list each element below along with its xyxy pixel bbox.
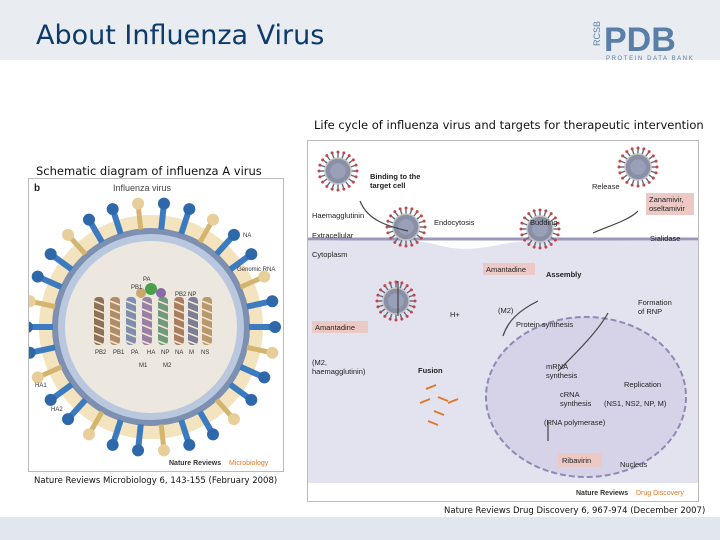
svg-text:Assembly: Assembly — [546, 270, 582, 279]
svg-text:(M2,: (M2, — [312, 358, 327, 367]
svg-text:Cytoplasm: Cytoplasm — [312, 250, 347, 259]
svg-text:Amantadine: Amantadine — [486, 265, 526, 274]
svg-text:Drug Discovery: Drug Discovery — [636, 490, 684, 497]
svg-text:PA: PA — [143, 277, 151, 283]
left-figure-caption: Schematic diagram of influenza A virus — [36, 164, 262, 178]
svg-text:Endocytosis: Endocytosis — [434, 218, 475, 227]
svg-text:Sialidase: Sialidase — [650, 234, 680, 243]
svg-text:M1: M1 — [139, 363, 148, 369]
svg-text:Binding to the: Binding to the — [370, 172, 420, 181]
svg-text:NS: NS — [201, 350, 209, 356]
svg-text:M2: M2 — [163, 363, 172, 369]
svg-text:mRNA: mRNA — [546, 362, 568, 371]
svg-text:target cell: target cell — [370, 181, 405, 190]
svg-text:synthesis: synthesis — [560, 399, 592, 408]
svg-text:b: b — [34, 183, 40, 194]
svg-text:HA2: HA2 — [51, 407, 63, 413]
zanamivir-box — [646, 193, 694, 215]
svg-text:oseltamivir: oseltamivir — [649, 204, 685, 213]
influenza-virus-schematic: b Influenza virus NA Genomic RNA PA PB1 … — [21, 178, 284, 472]
svg-text:PB1: PB1 — [113, 350, 125, 356]
svg-text:Budding: Budding — [530, 218, 558, 227]
page-title: About Influenza Virus — [36, 20, 325, 51]
svg-text:PA: PA — [131, 350, 139, 356]
right-figure-caption: Life cycle of influenza virus and target… — [314, 118, 704, 132]
svg-text:NA: NA — [243, 233, 251, 239]
svg-text:PROTEIN DATA BANK: PROTEIN DATA BANK — [606, 56, 694, 62]
svg-text:Fusion: Fusion — [418, 366, 443, 375]
amantadine-left-box — [312, 321, 368, 333]
svg-text:NA: NA — [175, 350, 183, 356]
svg-text:HA1: HA1 — [35, 383, 47, 389]
svg-text:Release: Release — [592, 182, 620, 191]
svg-text:PDB: PDB — [604, 21, 676, 59]
svg-text:Ribavirin: Ribavirin — [562, 456, 591, 465]
rcsb-pdb-logo: RCSB PDB PROTEIN DATA BANK — [590, 18, 716, 67]
svg-text:Microbiology: Microbiology — [229, 460, 269, 467]
svg-text:PB2: PB2 — [95, 350, 107, 356]
svg-text:Nature Reviews: Nature Reviews — [576, 490, 628, 497]
svg-text:Nucleus: Nucleus — [620, 460, 647, 469]
svg-text:Formation: Formation — [638, 298, 672, 307]
svg-text:cRNA: cRNA — [560, 390, 580, 399]
svg-text:PB1: PB1 — [131, 285, 143, 291]
svg-text:Protein synthesis: Protein synthesis — [516, 320, 573, 329]
svg-text:PB2 NP: PB2 NP — [175, 292, 196, 298]
virion-particles — [317, 146, 659, 426]
svg-text:H+: H+ — [450, 310, 460, 319]
svg-text:Influenza virus: Influenza virus — [113, 183, 172, 193]
spike-glycoproteins — [21, 197, 281, 457]
svg-text:of RNP: of RNP — [638, 307, 662, 316]
svg-text:Nature Reviews: Nature Reviews — [169, 460, 221, 467]
svg-text:Extracellular: Extracellular — [312, 231, 354, 240]
rnp-segments — [93, 283, 213, 346]
svg-text:HA: HA — [147, 350, 155, 356]
footer-bar — [0, 517, 720, 540]
left-figure-citation: Nature Reviews Microbiology 6, 143-155 (… — [34, 476, 278, 486]
svg-text:(M2): (M2) — [498, 306, 514, 315]
amantadine-top-box — [483, 263, 535, 275]
svg-text:(NS1, NS2, NP, M): (NS1, NS2, NP, M) — [604, 399, 667, 408]
svg-text:haemagglutinin): haemagglutinin) — [312, 367, 366, 376]
svg-text:Replication: Replication — [624, 380, 661, 389]
life-cycle-diagram: Binding to the target cell Release Zanam… — [307, 140, 699, 502]
svg-text:NP: NP — [161, 350, 169, 356]
ribavirin-box — [558, 453, 602, 467]
svg-text:synthesis: synthesis — [546, 371, 578, 380]
svg-text:RCSB: RCSB — [592, 21, 602, 46]
svg-text:Genomic RNA: Genomic RNA — [237, 267, 275, 273]
svg-text:M: M — [189, 350, 194, 356]
svg-text:Amantadine: Amantadine — [315, 323, 355, 332]
svg-text:Zanamivir,: Zanamivir, — [649, 195, 684, 204]
svg-text:Haemagglutinin: Haemagglutinin — [312, 211, 364, 220]
header-bar — [0, 0, 720, 60]
svg-text:(RNA polymerase): (RNA polymerase) — [544, 418, 606, 427]
right-figure-citation: Nature Reviews Drug Discovery 6, 967-974… — [444, 506, 706, 516]
